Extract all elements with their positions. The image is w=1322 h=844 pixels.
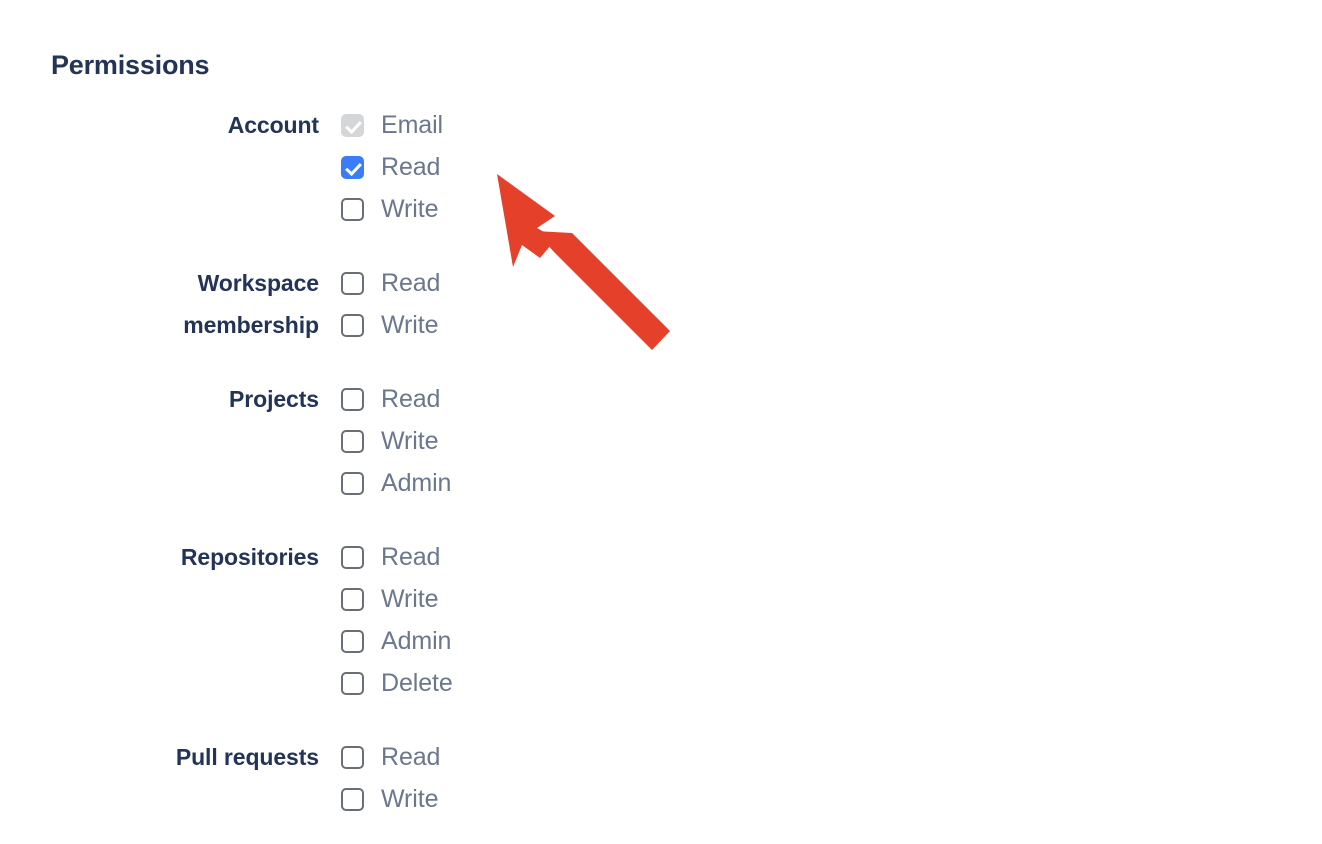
- permission-option-row[interactable]: Read: [341, 262, 440, 304]
- permission-option-label: Write: [381, 785, 439, 813]
- permission-group: WebhooksRead and write: [660, 410, 1322, 452]
- permission-group-label: Workspace membership: [183, 270, 319, 338]
- permission-option-row[interactable]: Delete: [341, 662, 453, 704]
- permission-group-label: Projects: [229, 386, 319, 412]
- checkbox-unchecked-icon[interactable]: [341, 787, 364, 811]
- permission-group: IssuesReadWrite: [660, 104, 1322, 188]
- permission-option-label: Admin: [381, 469, 452, 497]
- permission-option-row[interactable]: Read: [341, 736, 440, 778]
- permission-option-label: Read: [381, 543, 441, 571]
- permission-option-row[interactable]: Read: [341, 146, 443, 188]
- checkbox-unchecked-icon[interactable]: [341, 197, 364, 221]
- permission-group-label: Runners: [660, 642, 1322, 684]
- permission-option-label: Email: [381, 111, 444, 139]
- permission-option-label: Write: [381, 585, 439, 613]
- permission-group: PipelinesReadWriteEdit variables: [660, 484, 1322, 610]
- permission-group-label: Webhooks: [660, 410, 1322, 452]
- checkbox-unchecked-icon[interactable]: [341, 271, 364, 295]
- checkbox-unchecked-icon[interactable]: [341, 545, 364, 569]
- permission-option-label: Delete: [381, 669, 453, 697]
- checkbox-unchecked-icon[interactable]: [341, 745, 364, 769]
- permission-option-row[interactable]: Read: [341, 536, 453, 578]
- permission-group-label: Wikis: [660, 220, 1322, 262]
- permission-option-label: Read: [381, 743, 441, 771]
- checkbox-unchecked-icon[interactable]: [341, 587, 364, 611]
- checkbox-unchecked-icon[interactable]: [341, 313, 364, 337]
- permission-option-row[interactable]: Email: [341, 104, 443, 146]
- permissions-column-right: IssuesReadWriteWikisRead and writeSnippe…: [660, 104, 1322, 726]
- permission-option-row[interactable]: Write: [341, 420, 451, 462]
- permission-group-label: Pull requests: [175, 744, 319, 770]
- page-title: Permissions: [51, 50, 210, 80]
- permission-option-row[interactable]: Admin: [341, 620, 453, 662]
- permission-option-row[interactable]: Write: [341, 778, 440, 820]
- permission-option-label: Read: [381, 269, 441, 297]
- permission-group: WikisRead and write: [660, 220, 1322, 262]
- permission-option-label: Admin: [381, 627, 452, 655]
- checkbox-checked-disabled-icon: [341, 113, 364, 137]
- permission-group-label: Issues: [660, 104, 1322, 146]
- checkbox-unchecked-icon[interactable]: [341, 471, 364, 495]
- checkbox-unchecked-icon[interactable]: [341, 629, 364, 653]
- permission-option-row[interactable]: Write: [341, 578, 453, 620]
- permission-option-row[interactable]: Write: [341, 188, 443, 230]
- permission-option-row[interactable]: Admin: [341, 462, 451, 504]
- checkbox-checked-icon[interactable]: [341, 155, 364, 179]
- permission-group-label: Account: [227, 112, 319, 138]
- permission-group-label: Repositories: [180, 544, 319, 570]
- checkbox-unchecked-icon[interactable]: [341, 387, 364, 411]
- checkbox-unchecked-icon[interactable]: [341, 429, 364, 453]
- permission-option-label: Write: [381, 427, 439, 455]
- permission-option-label: Write: [381, 311, 439, 339]
- permission-option-label: Read: [381, 153, 441, 181]
- permission-option-row[interactable]: Write: [341, 304, 440, 346]
- permission-group: RunnersReadWrite: [660, 642, 1322, 726]
- checkbox-unchecked-icon[interactable]: [341, 671, 364, 695]
- permission-group-label: Snippets: [660, 294, 1322, 336]
- permission-option-label: Read: [381, 385, 441, 413]
- permission-option-row[interactable]: Read: [341, 378, 451, 420]
- permission-group-label: Pipelines: [660, 484, 1322, 526]
- permission-option-label: Write: [381, 195, 439, 223]
- permission-group: SnippetsReadWrite: [660, 294, 1322, 378]
